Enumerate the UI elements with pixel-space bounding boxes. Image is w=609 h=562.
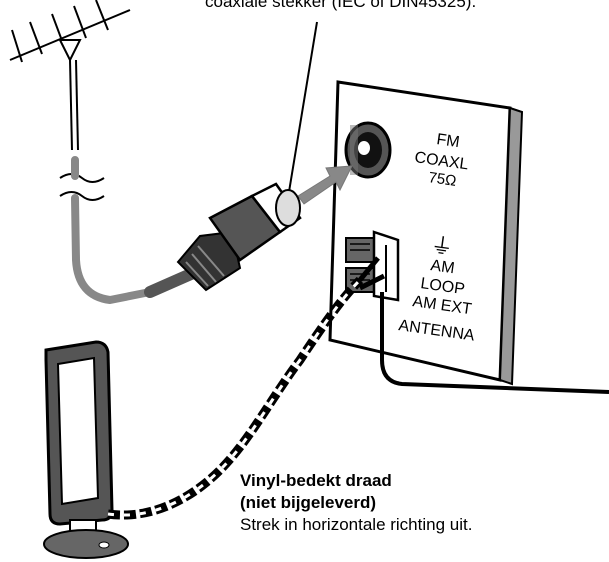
- fm-yagi-antenna-icon: [9, 0, 131, 151]
- leader-line: [285, 21, 318, 211]
- fm-coaxial-socket: [344, 121, 392, 179]
- coaxial-plug-icon: [176, 182, 302, 292]
- coax-plug-caption: coaxiale stekker (IEC of DIN45325).: [205, 0, 477, 11]
- am-loop-antenna-icon: [43, 340, 129, 559]
- wire-caption: Vinyl-bedekt draad (niet bijgeleverd) St…: [240, 470, 472, 536]
- fm-coax-cable: [71, 156, 154, 305]
- am-label: AM: [429, 257, 455, 277]
- fm-label: FM: [435, 131, 460, 151]
- ground-symbol-icon: ⏚: [429, 232, 454, 260]
- vinyl-covered-wire: [380, 292, 609, 394]
- wire-title-line2: (niet bijgeleverd): [240, 493, 377, 512]
- insert-arrow-icon: [297, 165, 353, 205]
- impedance-label: 75Ω: [427, 169, 457, 190]
- wire-title-line1: Vinyl-bedekt draad: [240, 471, 392, 490]
- cable-break-symbol: [59, 173, 105, 201]
- loop-label: LOOP: [419, 275, 465, 298]
- am-twisted-lead: [107, 256, 386, 520]
- wire-note: Strek in horizontale richting uit.: [240, 515, 473, 534]
